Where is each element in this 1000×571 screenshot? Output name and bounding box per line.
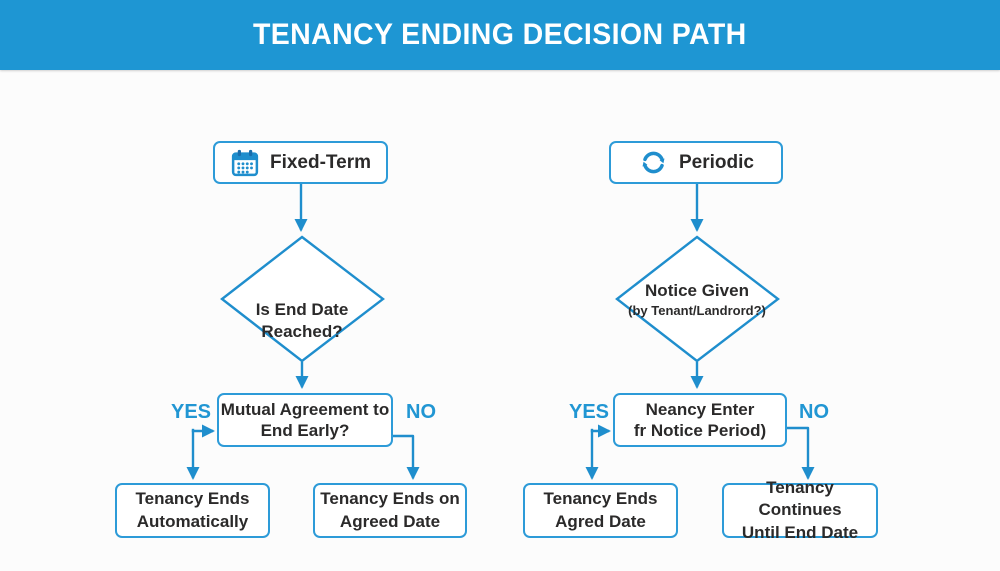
- right-no-outcome-node: Tenancy Continues Until End Date: [722, 478, 878, 542]
- start-node-label: Periodic: [679, 151, 754, 173]
- outcome-label: Tenancy Ends Agred Date: [543, 489, 658, 531]
- right-followup-node: Neancy Enter fr Notice Period): [613, 393, 787, 447]
- outcome-label: Tenancy Ends on Agreed Date: [320, 489, 460, 531]
- followup-question: Mutual Agreement to End Early?: [220, 399, 390, 440]
- page-title: TENANCY ENDING DECISION PATH: [253, 18, 747, 51]
- left-no-outcome-node: Tenancy Ends on Agreed Date: [313, 483, 467, 538]
- edge-no-to-outcome: [785, 426, 815, 480]
- start-node-label: Fixed-Term: [269, 151, 371, 173]
- right-flow-connectors: [585, 182, 815, 480]
- left-yes-outcome-node: Tenancy Ends Automatically: [115, 483, 270, 538]
- right-yes-outcome-node: Tenancy Ends Agred Date: [523, 483, 678, 538]
- followup-question: Neancy Enter fr Notice Period): [633, 399, 767, 440]
- right-decision-question: Notice Given (by Tenant/Landrord?): [628, 281, 766, 319]
- title-banner: TENANCY ENDING DECISION PATH: [0, 0, 1000, 70]
- outcome-label: Tenancy Continues Until End Date: [741, 478, 859, 542]
- left-followup-node: Mutual Agreement to End Early?: [217, 393, 393, 447]
- left-decision-question: Is End Date Reached?: [255, 299, 349, 341]
- periodic-node: Periodic: [609, 141, 783, 184]
- right-no-label: NO: [799, 401, 829, 423]
- right-decision-diamond: [615, 235, 780, 363]
- fixed-term-node: Fixed-Term: [213, 141, 388, 184]
- left-no-label: NO: [406, 401, 436, 423]
- left-flow-connectors: [186, 182, 420, 480]
- left-decision-diamond: [220, 235, 385, 363]
- left-yes-label: YES: [170, 401, 212, 423]
- right-yes-label: YES: [568, 401, 610, 423]
- outcome-label: Tenancy Ends Automatically: [135, 489, 250, 531]
- edge-no-to-outcome: [391, 434, 420, 480]
- calendar-icon: [231, 149, 259, 176]
- refresh-icon: [642, 151, 665, 174]
